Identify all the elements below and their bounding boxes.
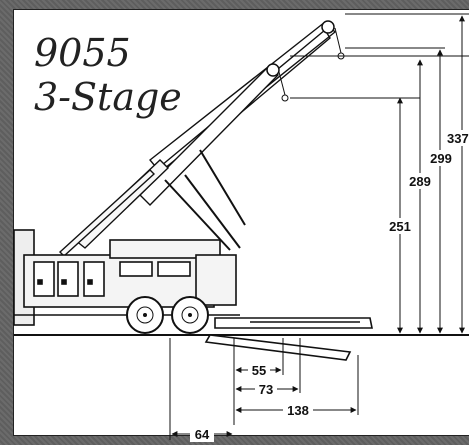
height-dimension-lines: [290, 13, 469, 334]
model-title-line-2: 3-Stage: [34, 75, 182, 119]
reach-label-138: 138: [287, 403, 309, 418]
height-label-289: 289: [409, 174, 431, 189]
model-title-line-1: 9055: [34, 31, 131, 75]
reach-label-73: 73: [259, 382, 273, 397]
reach-label-64: 64: [195, 427, 210, 442]
underlift: [204, 317, 373, 361]
rear-wheel-1: [126, 296, 164, 334]
lift-cylinder: [164, 149, 246, 251]
height-label-299: 299: [430, 151, 452, 166]
rear-wheel-2: [171, 296, 209, 334]
boom-head-mid: [266, 63, 280, 77]
boom-mid: [139, 63, 279, 206]
height-label-337: 337: [447, 131, 469, 146]
boom-head-top: [321, 20, 335, 34]
reach-label-55: 55: [252, 363, 266, 378]
hook-mid: [281, 94, 289, 102]
height-label-251: 251: [389, 219, 411, 234]
